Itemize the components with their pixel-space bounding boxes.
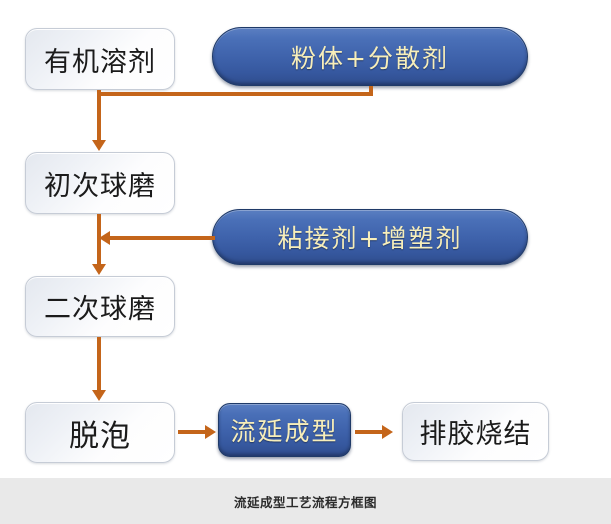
connector-arrow-into-casting	[205, 425, 216, 439]
connector-binder-feed-horizontal	[110, 236, 215, 240]
node-label-organic-solvent: 有机溶剂	[44, 46, 156, 78]
connector-arrow-binder-into-column	[99, 231, 110, 245]
connector-powder-down-stub	[369, 86, 373, 96]
diagram-title: 流延成型工艺流程方框图	[233, 494, 377, 510]
node-debinding-sintering[interactable]: 排胶烧结	[402, 402, 549, 461]
node-label-binder-plasticizer: 粘接剂+增塑剂	[277, 224, 463, 253]
node-label-defoaming: 脱泡	[69, 418, 131, 454]
connector-merge-to-first-mill	[97, 92, 101, 140]
node-defoaming[interactable]: 脱泡	[25, 402, 175, 463]
node-label-second-ball-milling: 二次球磨	[44, 294, 156, 325]
node-binder-plasticizer[interactable]: 粘接剂+增塑剂	[212, 209, 528, 265]
node-powder-dispersant[interactable]: 粉体+分散剂	[212, 27, 528, 86]
node-first-ball-milling[interactable]: 初次球磨	[25, 152, 175, 214]
node-label-tape-casting: 流延成型	[230, 417, 339, 446]
node-label-powder-dispersant: 粉体+分散剂	[291, 43, 449, 73]
connector-merge-horizontal	[97, 92, 373, 96]
connector-arrow-into-first-mill	[92, 140, 106, 151]
connector-casting-to-sintering	[355, 430, 383, 434]
connector-arrow-into-sintering	[382, 425, 393, 439]
connector-second-mill-to-defoam	[97, 337, 101, 390]
connector-arrow-into-defoam	[92, 390, 106, 401]
node-tape-casting[interactable]: 流延成型	[218, 403, 351, 457]
caption-bar: 流延成型工艺流程方框图	[0, 478, 611, 524]
node-second-ball-milling[interactable]: 二次球磨	[25, 276, 175, 337]
connector-defoam-to-casting	[178, 430, 206, 434]
node-label-debinding-sintering: 排胶烧结	[419, 419, 532, 450]
node-label-first-ball-milling: 初次球磨	[44, 170, 156, 202]
node-organic-solvent[interactable]: 有机溶剂	[25, 28, 175, 90]
connector-arrow-into-second-mill	[92, 264, 106, 275]
